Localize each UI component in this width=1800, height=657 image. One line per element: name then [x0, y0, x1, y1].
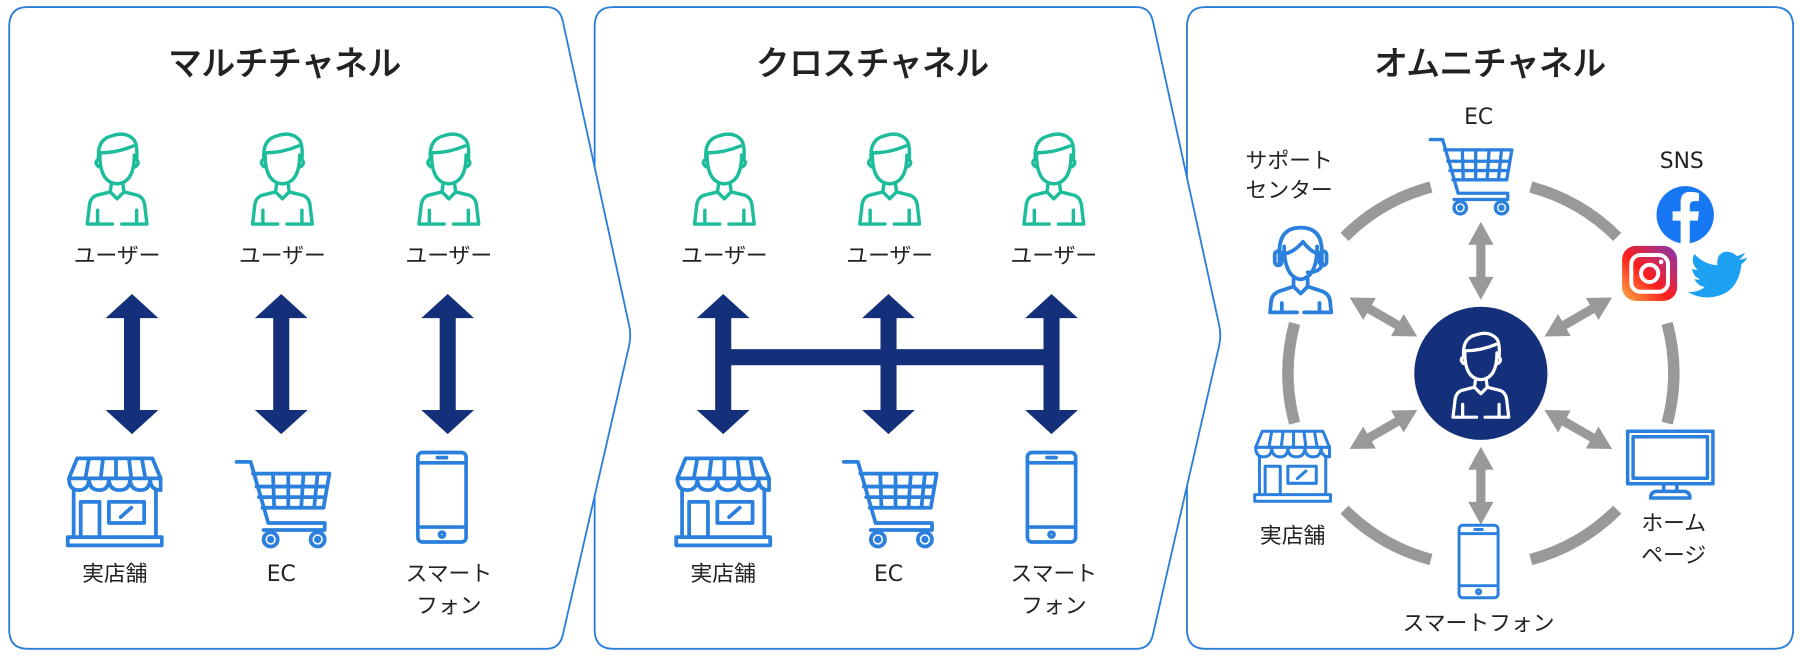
- channel-label-shop: 実店舗: [691, 562, 756, 587]
- twitter-icon: [1687, 251, 1748, 298]
- panel-title: クロスチャネル: [756, 44, 989, 83]
- center-user-circle: [1414, 306, 1548, 440]
- arrow-group: [105, 294, 475, 435]
- arrow-group: [696, 294, 1078, 435]
- channel-label-ec: EC: [267, 562, 296, 587]
- channel-label-shop: 実店舗: [82, 562, 147, 587]
- panel-multichannel: [8, 6, 632, 650]
- panel-title: マルチチャネル: [168, 44, 401, 83]
- user-label: ユーザー: [74, 244, 161, 269]
- channel-label-smartphone-2: フォン: [1021, 594, 1086, 619]
- user-label: ユーザー: [405, 244, 492, 269]
- ring-arc: [1340, 505, 1433, 566]
- double-arrow: [1468, 221, 1494, 300]
- channel-label-smartphone-1: スマート: [1011, 562, 1098, 587]
- channel-ring: [1282, 181, 1680, 566]
- ring-arc: [1529, 181, 1622, 242]
- channel-label-support-1: サポート: [1246, 149, 1333, 174]
- channel-label-smartphone: スマートフォン: [1403, 611, 1555, 636]
- double-arrow: [1544, 297, 1613, 337]
- channel-label-homepage-2: ページ: [1641, 544, 1706, 569]
- ring-arc: [1661, 321, 1680, 425]
- double-arrow: [1349, 410, 1418, 450]
- channel-label-smartphone-1: スマート: [406, 562, 493, 587]
- double-arrow: [254, 294, 308, 435]
- cross-connector-bar: [723, 349, 1057, 366]
- ring-arc: [1529, 505, 1622, 566]
- ring-arc: [1340, 181, 1433, 242]
- omni-arrow-group: [1349, 221, 1613, 525]
- ring-arc: [1282, 321, 1301, 425]
- user-group: ユーザー ユーザー ユーザー: [681, 132, 1097, 269]
- user-label: ユーザー: [239, 244, 326, 269]
- double-arrow: [1349, 297, 1418, 337]
- panel-crosschannel: [593, 6, 1222, 650]
- instagram-icon: [1622, 245, 1678, 301]
- facebook-icon: [1656, 186, 1714, 244]
- double-arrow: [1468, 446, 1494, 525]
- user-group: ユーザー ユーザー ユーザー: [74, 132, 492, 269]
- double-arrow: [105, 294, 159, 435]
- channel-label-ec: EC: [874, 562, 903, 587]
- channel-label-ec: EC: [1464, 105, 1493, 130]
- double-arrow: [421, 294, 475, 435]
- user-label: ユーザー: [681, 244, 768, 269]
- channel-label-support-2: センター: [1246, 179, 1333, 204]
- channel-label-sns: SNS: [1660, 149, 1704, 174]
- channel-label-homepage-1: ホーム: [1641, 512, 1706, 537]
- channel-label-shop: 実店舗: [1260, 524, 1325, 549]
- user-label: ユーザー: [846, 244, 933, 269]
- user-label: ユーザー: [1010, 244, 1097, 269]
- panel-title: オムニチャネル: [1374, 44, 1606, 83]
- double-arrow: [1544, 410, 1613, 450]
- channel-label-smartphone-2: フォン: [416, 594, 481, 619]
